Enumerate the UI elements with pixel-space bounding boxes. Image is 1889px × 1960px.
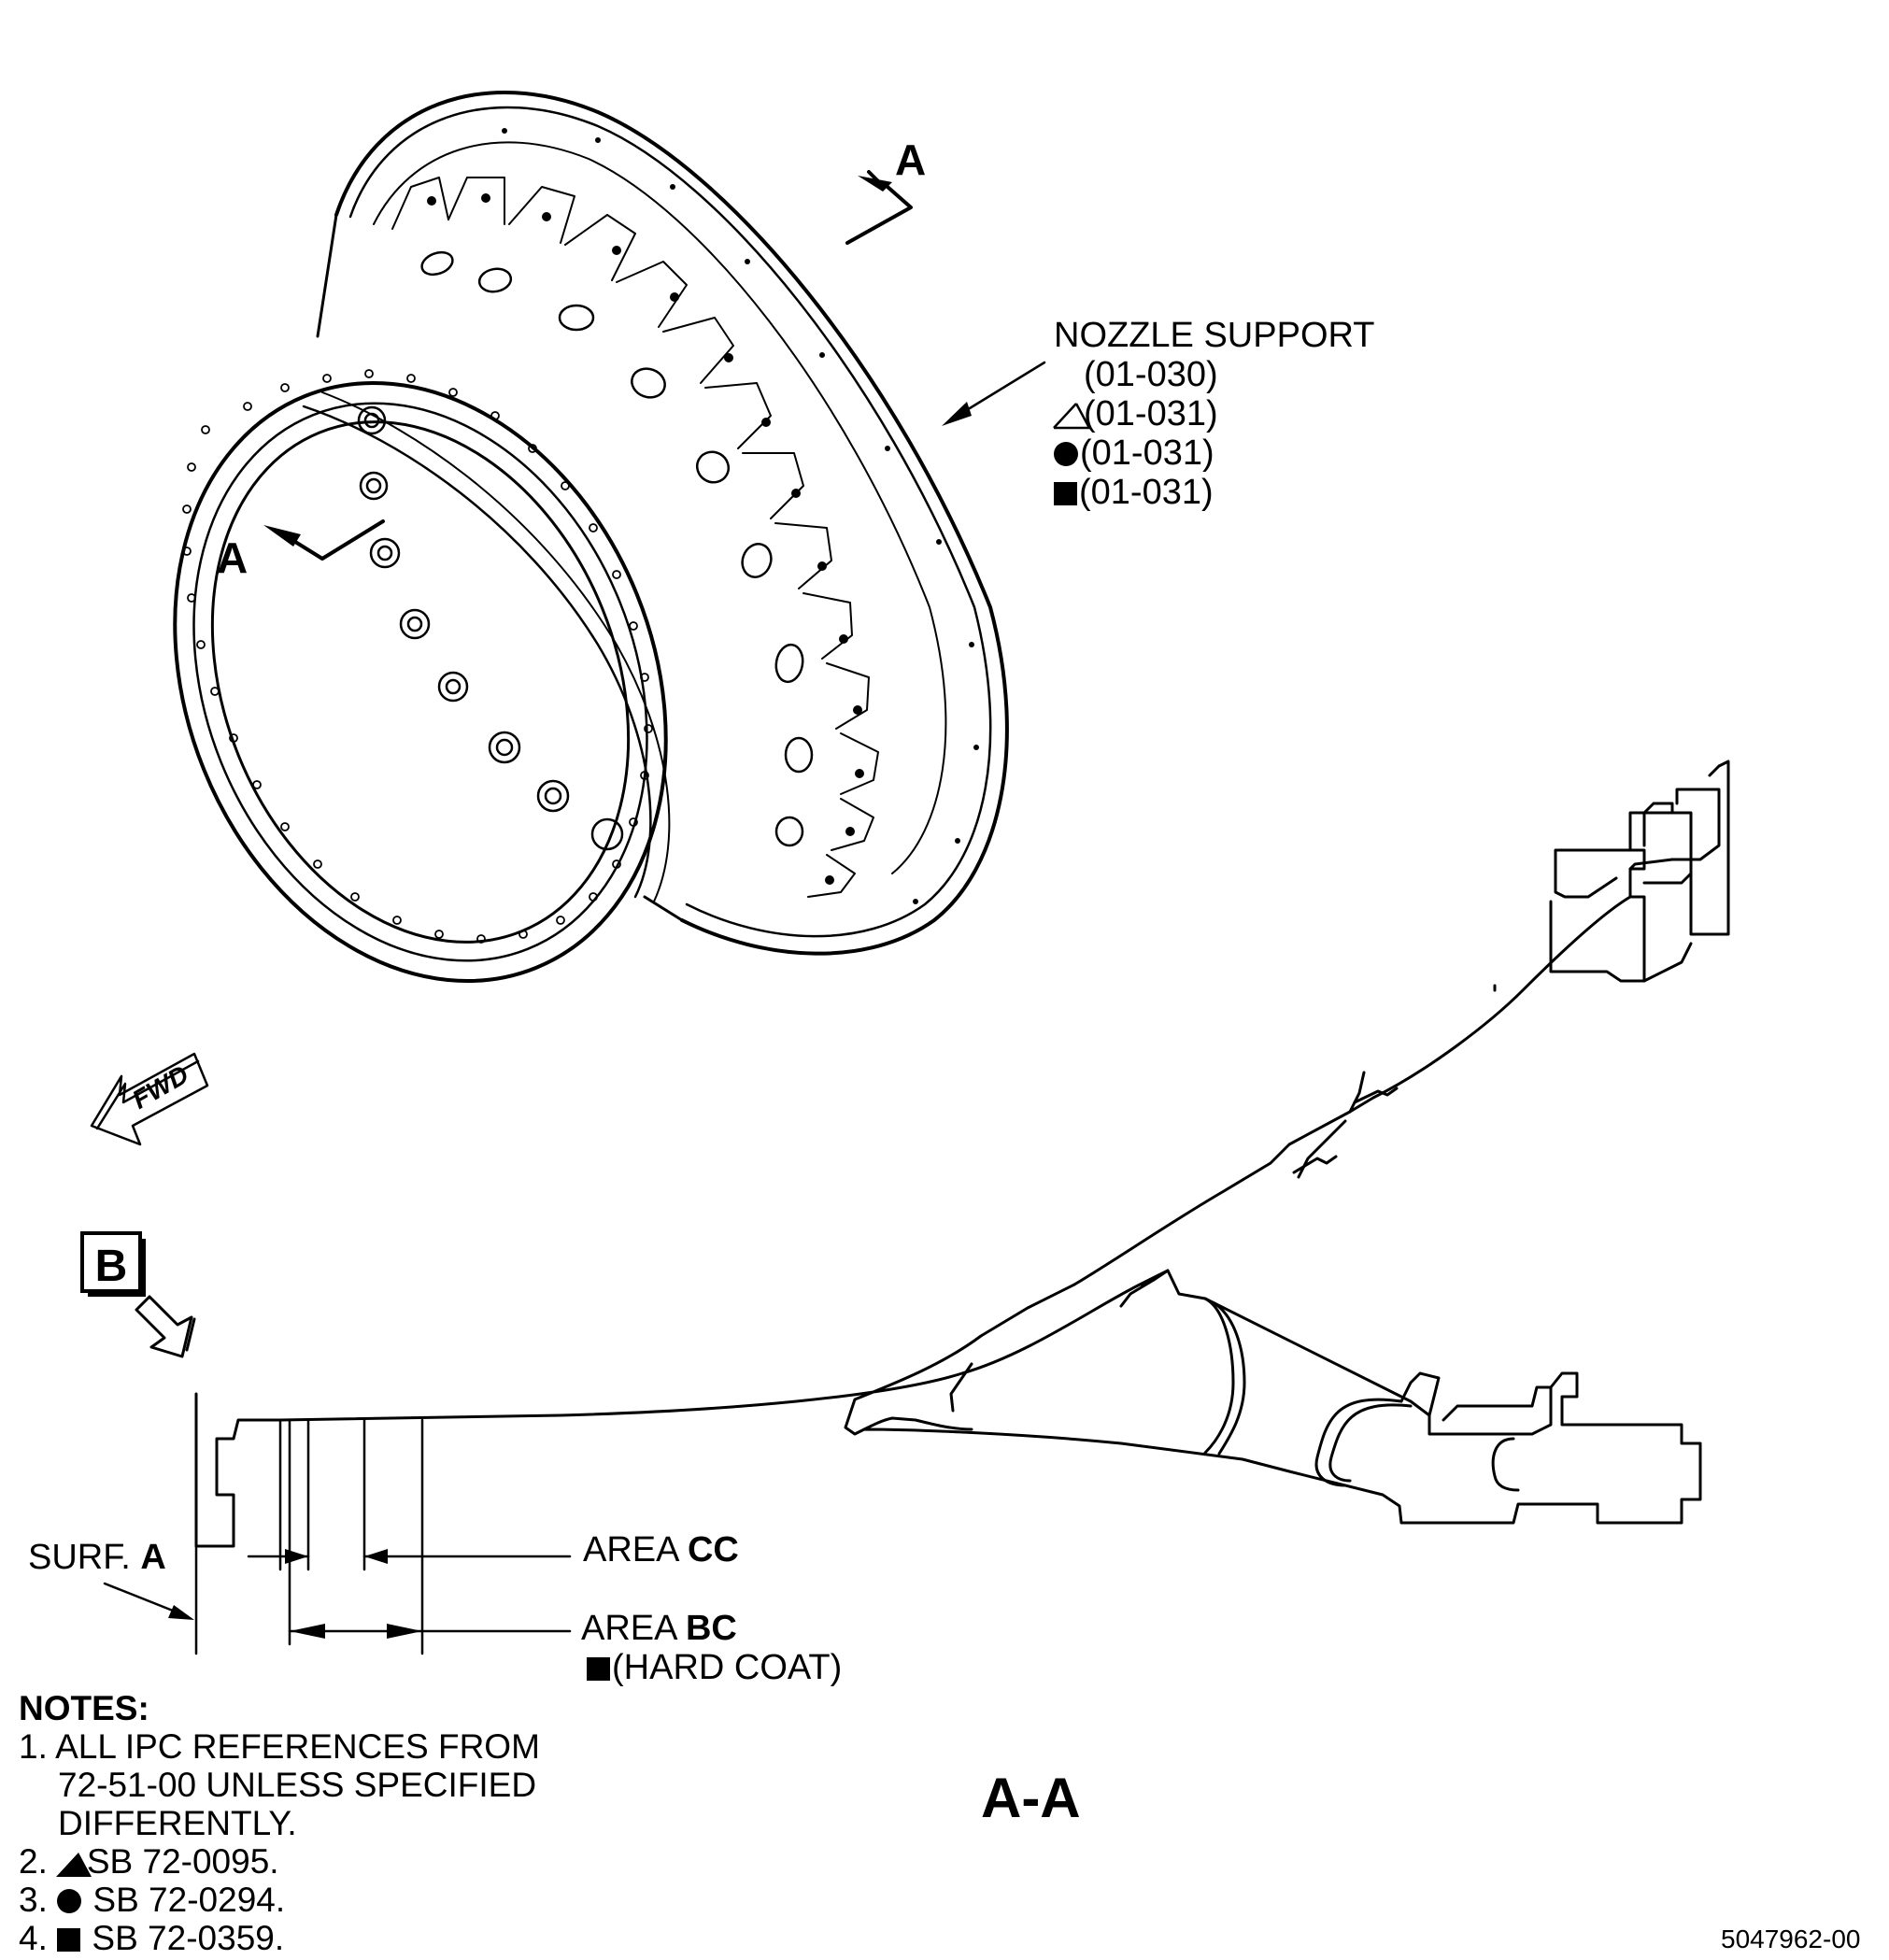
note-3: 3. SB 72-0294. (19, 1881, 286, 1919)
part-name: NOZZLE SUPPORT (1054, 316, 1375, 355)
section-mark-top: A (895, 135, 927, 184)
note-1-line-3: DIFFERENTLY. (58, 1804, 297, 1842)
part-ref-circle: (01-031) (1054, 435, 1214, 471)
cone-body (316, 213, 338, 338)
filled-square-icon (587, 1657, 610, 1681)
section-cut-marks (278, 170, 913, 561)
notes-heading: NOTES: (19, 1689, 149, 1727)
note-4: 4. SB 72-0359. (19, 1919, 285, 1957)
area-cc-label: AREA CC (583, 1530, 739, 1569)
part-ref-square: (01-031) (1054, 475, 1214, 510)
sb-triangle-icon (56, 1853, 92, 1877)
surf-label: SURF. A (28, 1538, 166, 1577)
filled-square-icon (1054, 482, 1077, 505)
note-1-line-2: 72-51-00 UNLESS SPECIFIED (58, 1766, 537, 1804)
section-arrow-top-icon (858, 176, 892, 192)
note-1: 1. ALL IPC REFERENCES FROM (19, 1727, 540, 1766)
section-arrow-left-icon (263, 525, 301, 547)
filled-circle-icon (57, 1889, 82, 1913)
detail-b-box: B (80, 1231, 146, 1297)
note-2: 2.SB 72-0095. (19, 1842, 279, 1881)
part-ref: (01-031) (1084, 394, 1218, 433)
part-ref: (01-030) (1084, 355, 1218, 394)
section-mark-left: A (217, 533, 249, 582)
area-bc-label: AREA BC (581, 1609, 737, 1648)
aft-flange-rim (334, 91, 1009, 956)
view-b-arrow-icon (135, 1295, 196, 1358)
section-a-a-profile (194, 760, 1730, 1548)
forward-flange (173, 381, 668, 983)
section-view-title: A-A (981, 1767, 1081, 1829)
section-flange-lines (194, 1418, 424, 1655)
nozzle-support-illustration (173, 91, 1009, 983)
filled-square-icon (57, 1928, 81, 1952)
fwd-arrow-icon (90, 1052, 209, 1146)
hard-coat-label: (HARD COAT) (587, 1650, 842, 1685)
drawing-number: 5047962-00 (1721, 1924, 1861, 1953)
notes-block: NOTES: 1. ALL IPC REFERENCES FROM 72-51-… (19, 1689, 540, 1957)
filled-circle-icon (1054, 442, 1078, 466)
sb-triangle-icon (1053, 403, 1092, 430)
